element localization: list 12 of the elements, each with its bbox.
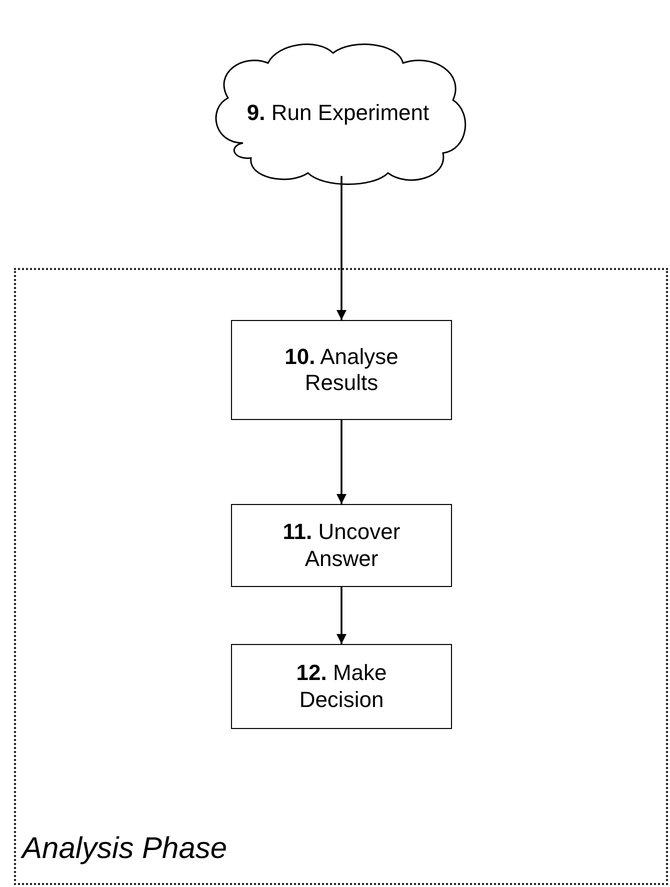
arrow <box>336 176 346 320</box>
arrow <box>336 420 346 504</box>
process-box <box>231 320 452 420</box>
step-label: 12. Make Decision <box>295 660 388 713</box>
process-box <box>231 504 452 587</box>
group-label: Analysis Phase <box>22 831 228 867</box>
group-frame <box>14 268 668 885</box>
step-label: 9. Run Experiment <box>246 100 430 126</box>
step-label: 10. Analyse Results <box>284 344 400 396</box>
process-box <box>231 644 452 729</box>
arrow <box>336 587 346 644</box>
step-label: 11. Uncover Answer <box>282 519 402 572</box>
